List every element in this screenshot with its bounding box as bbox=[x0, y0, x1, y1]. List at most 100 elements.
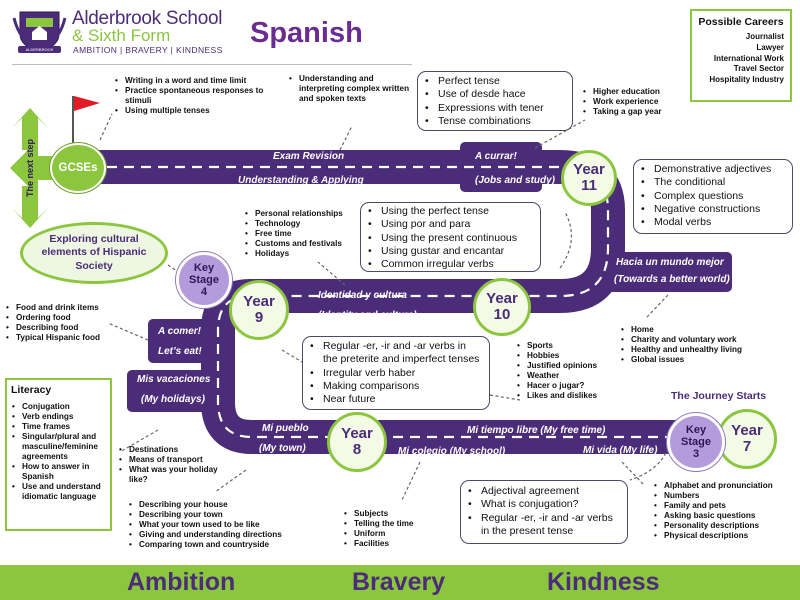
list-writing: Writing in a word and time limit Practic… bbox=[114, 76, 284, 116]
literacy-item: Use and understand idiomatic language bbox=[11, 482, 106, 502]
gcses-circle: GCSEs bbox=[50, 143, 106, 193]
box-item: Expressions with tener bbox=[424, 102, 566, 116]
box-item: Regular -er, -ir and -ar verbs in the pr… bbox=[309, 340, 483, 367]
box-year10-grammar: Using the perfect tense Using por and pa… bbox=[360, 202, 541, 272]
list-item: Uniform bbox=[343, 529, 443, 539]
key-stage-3-line2: Stage bbox=[681, 435, 711, 448]
list-item: What was your holiday like? bbox=[118, 465, 238, 485]
road-label-understanding: Understanding & Applying bbox=[238, 175, 364, 186]
list-item: Hobbies bbox=[516, 351, 626, 361]
list-item: Taking a gap year bbox=[582, 107, 682, 117]
list-sports: Sports Hobbies Justified opinions Weathe… bbox=[516, 341, 626, 401]
year-7-word: Year bbox=[731, 422, 763, 440]
road-label-hacia: Hacia un mundo mejor bbox=[616, 257, 724, 268]
literacy-title: Literacy bbox=[11, 384, 52, 396]
box-item: Using por and para bbox=[367, 218, 534, 232]
year-11-word: Year bbox=[573, 161, 605, 179]
list-item: Customs and festivals bbox=[244, 239, 356, 249]
list-item: Physical descriptions bbox=[653, 531, 798, 541]
box-item: Using the perfect tense bbox=[367, 205, 534, 219]
list-subjects: Subjects Telling the time Uniform Facili… bbox=[343, 509, 443, 549]
list-item: Hacer o jugar? bbox=[516, 381, 626, 391]
road-label-my-town: (My town) bbox=[259, 443, 306, 454]
next-step-label: The next step bbox=[25, 139, 35, 198]
list-item: Global issues bbox=[620, 355, 770, 365]
literacy-item: Conjugation bbox=[11, 402, 106, 412]
box-item: Modal verbs bbox=[640, 216, 786, 230]
careers-box: Possible Careers Journalist Lawyer Inter… bbox=[690, 9, 792, 102]
list-item: Food and drink items bbox=[5, 303, 120, 313]
list-item: Giving and understanding directions bbox=[128, 530, 293, 540]
list-item: Free time bbox=[244, 229, 356, 239]
list-item: Destinations bbox=[118, 445, 238, 455]
key-stage-3-circle: Key Stage 3 bbox=[667, 413, 725, 471]
list-item: Sports bbox=[516, 341, 626, 351]
road-label-mi-tiempo-libre: Mi tiempo libre (My free time) bbox=[467, 425, 606, 436]
list-destinations: Destinations Means of transport What was… bbox=[118, 445, 238, 485]
list-item: Home bbox=[620, 325, 770, 335]
list-item: Typical Hispanic food bbox=[5, 333, 120, 343]
list-item: Understanding and interpreting complex w… bbox=[288, 74, 416, 104]
school-motto: AMBITION | BRAVERY | KINDNESS bbox=[73, 45, 223, 55]
list-item: Telling the time bbox=[343, 519, 443, 529]
box-item: Complex questions bbox=[640, 190, 786, 204]
list-item: Family and pets bbox=[653, 501, 798, 511]
list-item: Means of transport bbox=[118, 455, 238, 465]
year-11-number: 11 bbox=[581, 177, 597, 194]
road-label-better-world: (Towards a better world) bbox=[614, 274, 730, 285]
box-year11-grammar: Perfect tense Use of desde hace Expressi… bbox=[417, 71, 573, 131]
road-label-my-holidays: (My holidays) bbox=[141, 394, 205, 405]
year-11-circle: Year 11 bbox=[561, 150, 617, 206]
year-9-word: Year bbox=[243, 293, 275, 311]
road-label-mis-vacaciones: Mis vacaciones bbox=[137, 374, 211, 385]
list-item: Personality descriptions bbox=[653, 521, 798, 531]
year-8-circle: Year 8 bbox=[327, 412, 387, 472]
gcses-label: GCSEs bbox=[58, 162, 98, 174]
footer-ambition: Ambition bbox=[127, 568, 236, 596]
career-item: Hospitality Industry bbox=[709, 75, 784, 85]
year-9-number: 9 bbox=[254, 309, 264, 326]
school-name-line2: & Sixth Form bbox=[72, 26, 171, 45]
key-stage-4-circle: Key Stage 4 bbox=[176, 252, 232, 308]
list-item: Personal relationships bbox=[244, 209, 356, 219]
box-item: The conditional bbox=[640, 176, 786, 190]
box-item: Perfect tense bbox=[424, 75, 566, 89]
road-label-mi-colegio: Mi colegio (My school) bbox=[398, 446, 506, 457]
box-item: Use of desde hace bbox=[424, 88, 566, 102]
road-label-a-currar: A currar! bbox=[475, 151, 517, 162]
list-item: Ordering food bbox=[5, 313, 120, 323]
list-item: Higher education bbox=[582, 87, 682, 97]
list-item: Comparing town and countryside bbox=[128, 540, 293, 550]
box-year9-grammar: Regular -er, -ir and -ar verbs in the pr… bbox=[302, 336, 490, 410]
list-item: Likes and dislikes bbox=[516, 391, 626, 401]
literacy-item: Time frames bbox=[11, 422, 106, 432]
literacy-item: Singular/plural and masculine/feminine a… bbox=[11, 432, 106, 462]
box-demonstrative: Demonstrative adjectives The conditional… bbox=[633, 159, 793, 234]
year-7-number: 7 bbox=[742, 438, 752, 455]
journey-starts-label: The Journey Starts bbox=[671, 390, 767, 402]
literacy-item: Verb endings bbox=[11, 412, 106, 422]
footer-band: Ambition Bravery Kindness bbox=[0, 565, 800, 600]
career-item: Lawyer bbox=[756, 42, 784, 52]
box-item: Negative constructions bbox=[640, 203, 786, 217]
road-label-mi-vida: Mi vida (My life) bbox=[583, 445, 658, 456]
key-stage-4-line2: Stage bbox=[189, 273, 219, 286]
year-8-number: 8 bbox=[352, 441, 362, 458]
logo-banner-text: ALDERBROOK bbox=[25, 47, 54, 52]
list-item: Subjects bbox=[343, 509, 443, 519]
header-divider bbox=[12, 64, 412, 65]
list-food: Food and drink items Ordering food Descr… bbox=[5, 303, 120, 343]
list-item: Writing in a word and time limit bbox=[114, 76, 284, 86]
footer-kindness: Kindness bbox=[547, 568, 660, 596]
year-8-word: Year bbox=[341, 425, 373, 443]
list-personal: Personal relationships Technology Free t… bbox=[244, 209, 356, 259]
school-name-line1: Alderbrook School bbox=[72, 8, 223, 29]
box-item: Making comparisons bbox=[309, 380, 483, 394]
year-10-number: 10 bbox=[493, 306, 511, 323]
road-label-a-comer: A comer! bbox=[158, 326, 201, 337]
list-item: Using multiple tenses bbox=[114, 106, 284, 116]
road-label-identidad: Identidad y cultura bbox=[318, 290, 407, 301]
key-stage-3-line3: 3 bbox=[692, 448, 700, 461]
career-item: International Work bbox=[713, 53, 784, 63]
list-alphabet: Alphabet and pronunciation Numbers Famil… bbox=[653, 481, 798, 541]
